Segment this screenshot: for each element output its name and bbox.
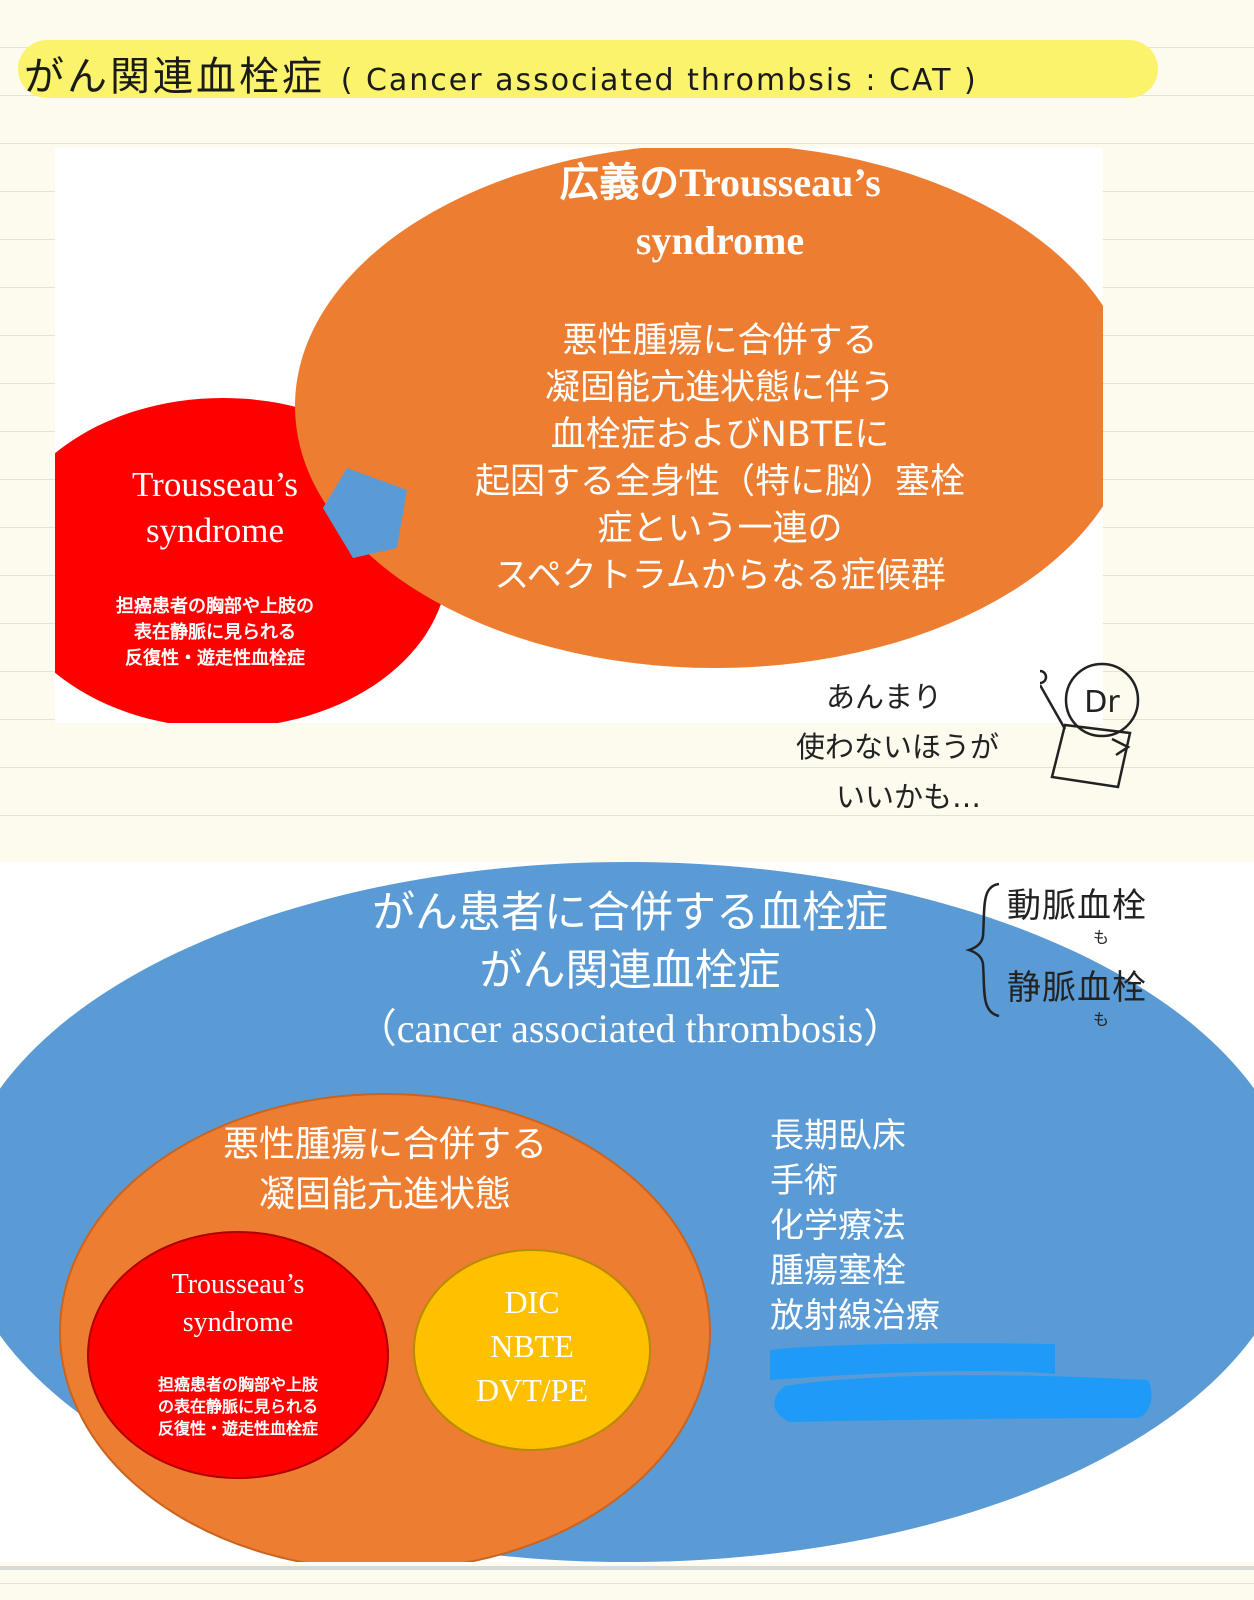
side-note: 動脈血栓 も 静脈血栓 も: [965, 872, 1235, 1042]
slide-broad-trousseau: 広義のTrousseau’s syndrome 悪性腫瘍に合併する 凝固能亢進状…: [55, 148, 1103, 723]
broad-desc-line: 症という一連の: [385, 506, 1055, 553]
page-title: がん関連血栓症 ( Cancer associated thrombsis : …: [24, 44, 978, 102]
narrow-desc-line: 反復性・遊走性血栓症: [55, 646, 375, 672]
hypercoagulable-label: 悪性腫瘍に合併する 凝固能亢進状態: [120, 1120, 650, 1220]
cat-title-line: がん患者に合併する血栓症: [230, 884, 1030, 942]
dvt-pe-item: DVT/PE: [414, 1368, 650, 1412]
risk-factor-list: 長期臥床 手術 化学療法 腫瘍塞栓 放射線治療: [770, 1114, 1070, 1339]
narrow-title: Trousseau’s syndrome: [55, 462, 375, 554]
broad-desc-line: 悪性腫瘍に合併する: [385, 318, 1055, 365]
broad-title-line1: 広義のTrousseau’s: [385, 154, 1055, 212]
risk-factor-item: 腫瘍塞栓: [770, 1249, 1070, 1294]
note-line: いいかも…: [796, 772, 999, 822]
risk-factor-item: 長期臥床: [770, 1114, 1070, 1159]
cat-title-line: （cancer associated thrombosis）: [230, 1000, 1030, 1058]
doctor-label: Dr: [1084, 685, 1120, 720]
risk-factor-item: 放射線治療: [770, 1294, 1070, 1339]
trousseau-title-line2: syndrome: [88, 1304, 388, 1342]
trousseau-description: 担癌患者の胸部や上肢 の表在静脈に見られる 反復性・遊走性血栓症: [88, 1374, 388, 1440]
risk-factor-item: 化学療法: [770, 1204, 1070, 1249]
doctor-doodle: Dr: [1040, 655, 1170, 795]
arterial-thrombus-note: 動脈血栓: [1007, 878, 1147, 927]
cat-title-line: がん関連血栓症: [230, 942, 1030, 1000]
narrow-desc-line: 表在静脈に見られる: [55, 620, 375, 646]
trousseau-desc-line: 反復性・遊走性血栓症: [88, 1418, 388, 1440]
hypercoagulable-line: 悪性腫瘍に合併する: [120, 1120, 650, 1170]
title-paren: ( Cancer associated thrombsis : CAT ): [341, 63, 978, 98]
venous-thrombus-note: 静脈血栓: [1007, 960, 1147, 1009]
doctor-arm: [1040, 685, 1065, 729]
narrow-title-line2: syndrome: [55, 508, 375, 554]
also-mark: も: [1093, 924, 1109, 948]
trousseau-desc-line: の表在静脈に見られる: [88, 1396, 388, 1418]
hypercoagulable-line: 凝固能亢進状態: [120, 1170, 650, 1220]
broad-desc-line: 凝固能亢進状態に伴う: [385, 365, 1055, 412]
curly-brace-icon: [965, 880, 1005, 1020]
also-mark: も: [1093, 1006, 1109, 1030]
doctor-pointer: [1040, 671, 1046, 683]
trousseau-desc-line: 担癌患者の胸部や上肢: [88, 1374, 388, 1396]
handwritten-note: あんまり 使わないほうが いいかも…: [796, 672, 999, 822]
note-line: あんまり: [796, 672, 999, 722]
dic-nbte-label: DIC NBTE DVT/PE: [414, 1280, 650, 1412]
page-divider: [0, 1566, 1254, 1570]
broad-desc-line: スペクトラムからなる症候群: [385, 553, 1055, 600]
scribble-lower: [774, 1375, 1151, 1422]
nbte-item: NBTE: [414, 1324, 650, 1368]
title-jp: がん関連血栓症: [24, 54, 325, 100]
broad-title-line2: syndrome: [385, 212, 1055, 270]
narrow-desc-line: 担癌患者の胸部や上肢の: [55, 594, 375, 620]
narrow-description: 担癌患者の胸部や上肢の 表在静脈に見られる 反復性・遊走性血栓症: [55, 594, 375, 672]
broad-desc-line: 起因する全身性（特に脳）塞栓: [385, 459, 1055, 506]
dic-item: DIC: [414, 1280, 650, 1324]
cat-title: がん患者に合併する血栓症 がん関連血栓症 （cancer associated …: [230, 884, 1030, 1058]
broad-desc-line: 血栓症およびNBTEに: [385, 412, 1055, 459]
note-line: 使わないほうが: [796, 722, 999, 772]
trousseau-title-line1: Trousseau’s: [88, 1266, 388, 1304]
trousseau-title: Trousseau’s syndrome: [88, 1266, 388, 1342]
risk-factor-item: 手術: [770, 1159, 1070, 1204]
broad-title: 広義のTrousseau’s syndrome: [385, 154, 1055, 270]
narrow-title-line1: Trousseau’s: [55, 462, 375, 508]
broad-description: 悪性腫瘍に合併する 凝固能亢進状態に伴う 血栓症およびNBTEに 起因する全身性…: [385, 318, 1055, 600]
